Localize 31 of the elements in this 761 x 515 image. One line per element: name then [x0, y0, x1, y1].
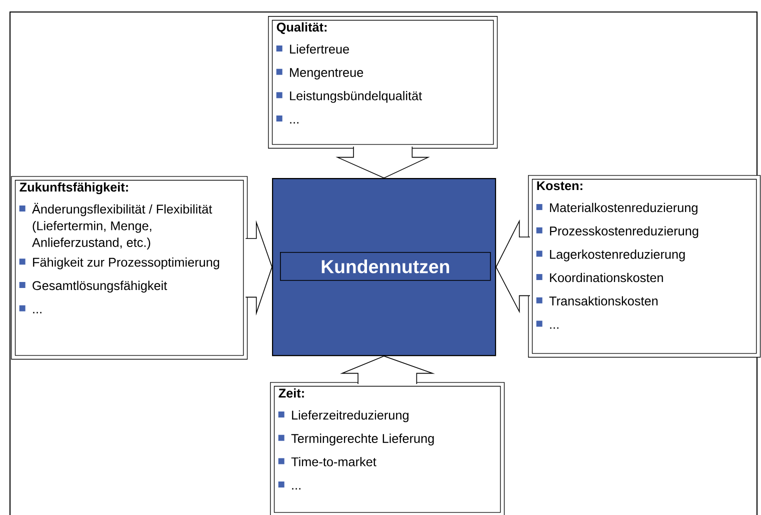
- list-item: Leistungsbündelqualität: [290, 91, 422, 103]
- callout-box: [270, 382, 505, 515]
- list-item: Koordinationskosten: [550, 272, 663, 282]
- list-item: Änderungsflexibilität / Flexibilität (Liefertermin, Menge, Anlieferzustand, etc.): [32, 202, 212, 250]
- list-item: ...: [292, 488, 300, 490]
- list-item: Lieferzeitreduzierung: [292, 410, 408, 422]
- block-arrow: [340, 356, 435, 384]
- callout-heading: Qualität:: [276, 22, 326, 34]
- list-item: Prozesskostenreduzierung: [550, 226, 698, 238]
- list-item: Fähigkeit zur Prozessoptimierung: [33, 257, 220, 270]
- callout-box: [11, 176, 248, 360]
- block-arrow: [496, 219, 530, 314]
- callout-box: [528, 175, 761, 358]
- block-arrow: [336, 146, 430, 178]
- list-item: Gesamtlösungsfähigkeit: [32, 280, 168, 293]
- list-item: ...: [33, 312, 42, 314]
- list-item: ...: [290, 122, 298, 124]
- callout-heading: Zukunftsfähigkeit:: [20, 182, 128, 194]
- block-arrow: [245, 220, 272, 316]
- list-item: Termingerechte Lieferung: [291, 434, 434, 446]
- list-item: Mengentreue: [290, 68, 364, 80]
- list-item: Lagerkostenreduzierung: [550, 250, 685, 262]
- callout-heading: Zeit:: [278, 388, 304, 398]
- callout-box: [268, 16, 498, 149]
- list-item: Liefertreue: [290, 44, 349, 54]
- title-band: Kundennutzen: [280, 252, 491, 281]
- list-item: Materialkostenreduzierung: [550, 202, 698, 215]
- list-item: ...: [550, 327, 558, 329]
- list-item: Time-to-market: [291, 457, 376, 466]
- callout-heading: Kosten:: [537, 181, 582, 190]
- list-item: Transaktionskosten: [549, 296, 658, 306]
